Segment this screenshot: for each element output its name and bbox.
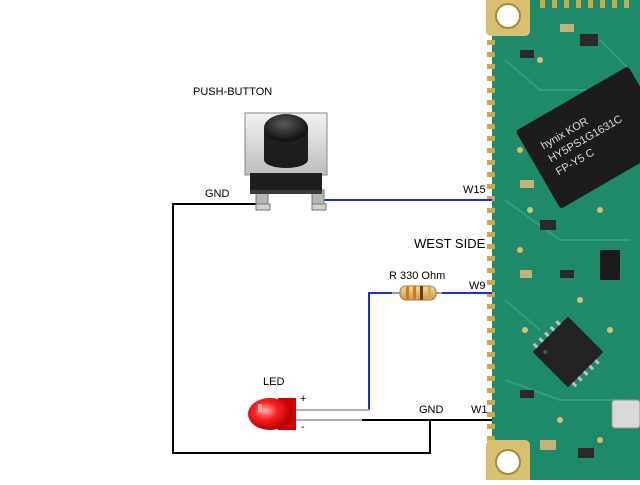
mounting-hole-top: [486, 0, 530, 36]
memory-chip: hynix KOR HY5PS1G1631C FP-Y5 C: [516, 67, 640, 208]
mounting-hole-bottom: [486, 440, 530, 484]
signal-wire-w15: [317, 199, 492, 205]
resistor-label: R 330 Ohm: [389, 270, 446, 282]
signal-wire-led: [368, 292, 398, 410]
button-gnd-label: GND: [205, 188, 230, 200]
pin-w9-label: W9: [469, 280, 486, 292]
led-cathode-mark: -: [301, 421, 305, 433]
pin-w15-label: W15: [463, 184, 486, 196]
resistor: [392, 285, 442, 301]
ground-wire: [172, 203, 431, 454]
push-button: [244, 112, 328, 211]
board-gnd-label: GND: [419, 404, 444, 416]
microcontroller-chip: [532, 316, 604, 388]
led: [248, 398, 369, 430]
led-label: LED: [263, 376, 285, 388]
fpga-board: hynix KOR HY5PS1G1631C FP-Y5 C: [486, 0, 640, 485]
pin-w1-label: W1: [471, 404, 488, 416]
push-button-label: PUSH-BUTTON: [193, 86, 273, 98]
led-anode-mark: +: [300, 393, 307, 405]
west-side-label: WEST SIDE: [414, 236, 486, 251]
